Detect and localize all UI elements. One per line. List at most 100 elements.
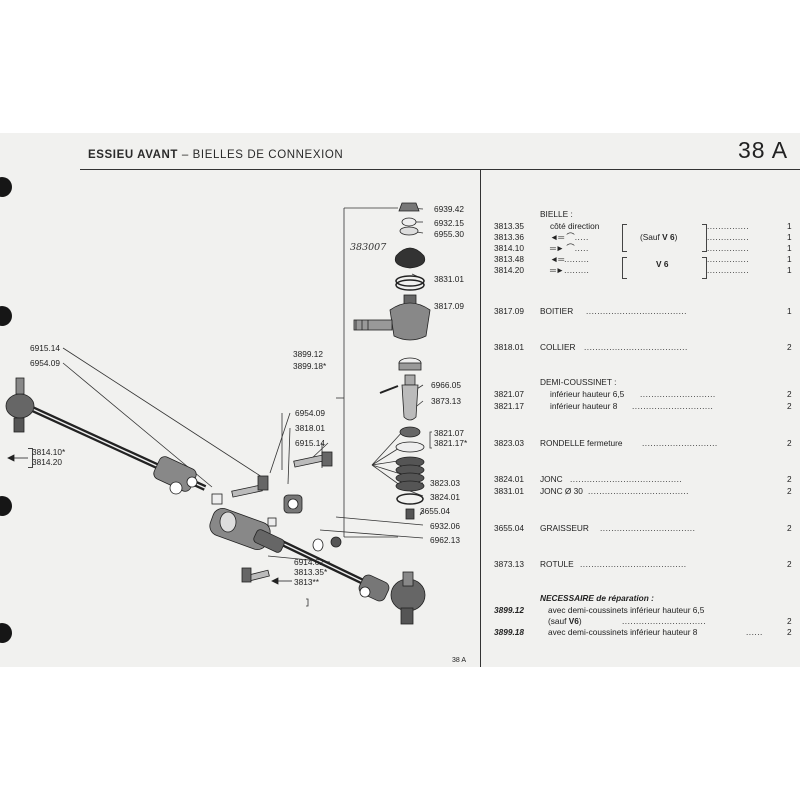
arrow-icon [271,577,279,585]
half-bearing [399,426,421,438]
callout-6954-09-b: 6954.09 [295,408,325,418]
leader-line [409,490,424,497]
part-ref: 3814.10 [494,243,524,253]
part-ref: 3899.18 [494,627,524,637]
callout-text: 3814.10 [32,447,62,457]
part-ref: 3824.01 [494,474,524,484]
nut-6939 [398,202,420,212]
variant-v6: V 6 [656,259,669,269]
part-symbols: ◄═......... [550,254,590,264]
housing-shank [353,319,393,331]
callout-3821-17: 3821.17* [434,438,467,448]
callout-3818-01: 3818.01 [295,423,325,433]
exploded-diagram [5,202,432,625]
variant-text: ) [578,616,582,626]
ring-3831 [395,275,425,287]
part-desc: avec demi-coussinets inférieur hauteur 8 [548,627,698,637]
part-qty: 2 [787,438,792,448]
callout-3814-20: 3814.20 [32,457,62,467]
part-ref: 3655.04 [494,523,524,533]
variant-model: V6 [568,616,579,626]
ball-stud-3873 [401,384,419,421]
variant-text: (sauf [548,616,569,626]
page-number: 38 A [738,137,789,163]
binder-hole [0,306,12,326]
handwritten-note: 383007 [350,242,387,253]
callout-3899-12: 3899.12 [293,349,323,359]
callout-3813: 3813** [294,577,319,587]
leader-line [319,529,424,539]
binder-hole [0,623,12,643]
callout-3817-09: 3817.09 [434,301,464,311]
part-symbols: ═► ⌒..... [550,243,589,253]
leader-line [62,347,263,478]
page-title: ESSIEU AVANT – BIELLES DE CONNEXION [88,149,343,161]
callout-text: 3821.17 [434,438,464,448]
binder-hole [0,177,12,197]
group-bracket [622,224,627,252]
leader-line [371,429,405,466]
part-ref: 3821.07 [494,389,524,399]
part-ref: 3818.01 [494,342,524,352]
washer-6932 [312,538,324,552]
section-heading-bielle: BIELLE : [540,209,573,219]
part-desc: RONDELLE fermeture [540,438,623,448]
callout-3813-35: 3813.35* [294,567,327,577]
part-qty: 2 [787,486,792,496]
callout-3655-04: 3655.04 [420,506,450,516]
part-ref: 3823.03 [494,438,524,448]
washer-6955 [399,226,419,236]
column-divider [480,169,481,667]
part-qty: 1 [787,243,792,253]
arrow-right-icon: ═► [550,265,565,275]
part-symbols: ◄═ ⌒..... [550,232,589,242]
callout-6962-13: 6962.13 [430,535,460,545]
callout-3873-13: 3873.13 [431,396,461,406]
part-desc-variant: (sauf V6) [548,616,582,626]
steering-arc-icon: ⌒ [566,232,575,242]
part-qty: 2 [787,401,792,411]
part-qty: 2 [787,627,792,637]
callout-6932-06: 6932.06 [430,521,460,531]
part-desc: JONC Ø 30 [540,486,583,496]
part-symbols: ═►......... [550,265,590,275]
leader-line [269,412,291,474]
part-ref: 3813.36 [494,232,524,242]
part-ref: 3817.09 [494,306,524,316]
part-desc: JONC [540,474,563,484]
callout-6954-09: 6954.09 [30,358,60,368]
callout-6966-05: 6966.05 [431,380,461,390]
star-mark: * [62,447,66,457]
grease-nipple-3655 [405,508,415,520]
star-mark: * [323,361,327,371]
arrow-icon [7,454,15,462]
callout-3821-07: 3821.07 [434,428,464,438]
part-ref: 3814.20 [494,265,524,275]
group-bracket [702,257,707,279]
callout-bracket [28,448,33,468]
callout-text: 3813.35 [294,567,324,577]
housing-3817 [389,302,431,341]
ball-joint-stud-left [15,377,25,395]
part-qty: 2 [787,474,792,484]
part-desc: côté direction [550,221,600,231]
ring-3824 [396,493,424,505]
part-desc: ROTULE [540,559,574,569]
callout-3831-01: 3831.01 [434,274,464,284]
part-ref: 3873.13 [494,559,524,569]
callout-6955-30: 6955.30 [434,229,464,239]
part-desc: avec demi-coussinets inférieur hauteur 6… [548,605,705,615]
part-qty: 1 [787,232,792,242]
callout-3899-18: 3899.18* [293,361,326,371]
arrow-left-icon: ◄═ [550,254,565,264]
footer-page-number: 38 A [452,657,467,664]
star-mark: * [464,438,468,448]
star-mark: ** [312,577,319,587]
steering-arc-icon: ⌒ [566,243,575,253]
part-qty: 2 [787,616,792,626]
part-ref: 3813.48 [494,254,524,264]
part-desc: inférieur hauteur 6,5 [550,389,625,399]
part-desc: BOITIER [540,306,574,316]
bolt-6915-b [293,454,325,468]
leader-line [335,516,424,526]
